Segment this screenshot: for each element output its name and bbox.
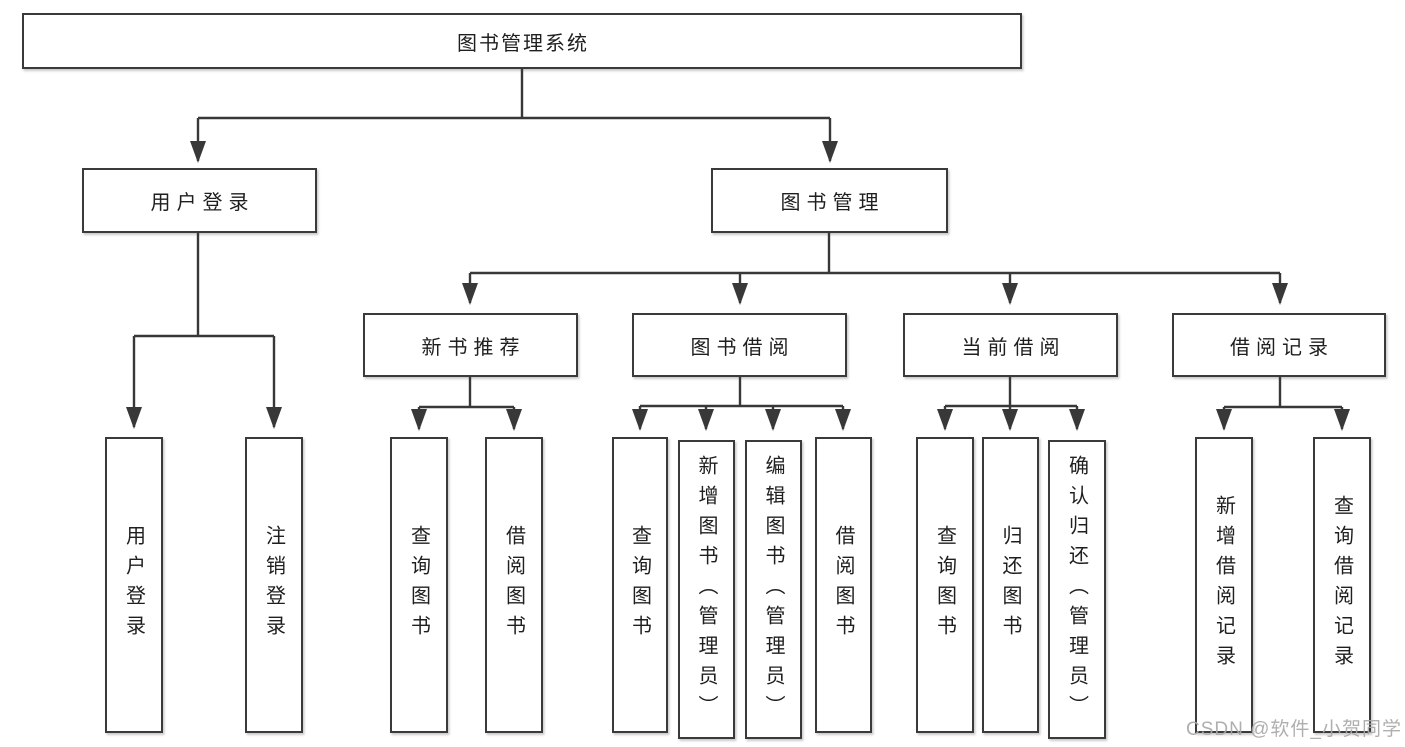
- node-login-leaf: 用户登录: [105, 437, 163, 733]
- node-logout-leaf-label: 注销登录: [262, 525, 285, 645]
- connector-borrow-records-rail: [1224, 376, 1342, 409]
- node-book-borrow: 图书借阅: [632, 313, 847, 377]
- csdn-watermark: CSDN @软件_小贺同学: [1186, 719, 1402, 740]
- node-bb-borrow-books: 借阅图书: [815, 437, 872, 733]
- node-root: 图书管理系统: [22, 13, 1022, 69]
- node-logout-leaf: 注销登录: [245, 437, 303, 733]
- node-bb-add-books-label: 新增图书（管理员）: [695, 454, 717, 725]
- node-bb-borrow-books-label: 借阅图书: [832, 525, 854, 645]
- node-user-login-label: 用户登录: [150, 192, 255, 214]
- node-book-management: 图书管理: [711, 168, 948, 233]
- node-current-borrow: 当前借阅: [903, 313, 1118, 377]
- node-cb-query-books: 查询图书: [916, 437, 974, 733]
- node-cb-return-books-label: 归还图书: [999, 525, 1021, 645]
- node-bb-query-books-label: 查询图书: [628, 525, 651, 645]
- node-new-book-recommend-label: 新书推荐: [421, 336, 526, 359]
- node-br-add-record-label: 新增借阅记录: [1212, 495, 1235, 675]
- connector-book-management-rail: [470, 232, 1280, 275]
- node-br-query-record: 查询借阅记录: [1313, 437, 1371, 733]
- node-borrow-records-label: 借阅记录: [1230, 336, 1334, 359]
- node-nbr-query-books: 查询图书: [390, 437, 448, 733]
- node-cb-confirm-return-label: 确认归还（管理员）: [1065, 454, 1088, 725]
- node-book-borrow-label: 图书借阅: [690, 336, 795, 359]
- node-nbr-query-books-label: 查询图书: [407, 525, 430, 645]
- node-bb-query-books: 查询图书: [612, 437, 668, 733]
- node-nbr-borrow-books-label: 借阅图书: [502, 525, 525, 645]
- connector-book-borrow-rail: [640, 376, 843, 408]
- node-user-login: 用户登录: [82, 168, 317, 233]
- connector-root-rail: [198, 68, 830, 120]
- node-br-add-record: 新增借阅记录: [1195, 437, 1253, 733]
- node-cb-return-books: 归还图书: [982, 437, 1039, 733]
- node-cb-confirm-return: 确认归还（管理员）: [1048, 440, 1106, 739]
- node-bb-edit-books-label: 编辑图书（管理员）: [762, 454, 784, 725]
- node-current-borrow-label: 当前借阅: [961, 336, 1066, 359]
- connector-new-book-recommend-rail: [419, 376, 514, 409]
- node-bb-edit-books: 编辑图书（管理员）: [745, 440, 802, 739]
- connector-current-borrow-rail: [945, 376, 1077, 408]
- node-root-label: 图书管理系统: [457, 32, 589, 55]
- node-br-query-record-label: 查询借阅记录: [1330, 495, 1353, 675]
- node-new-book-recommend: 新书推荐: [363, 313, 578, 377]
- connector-user-login-rail: [134, 232, 274, 338]
- node-bb-add-books: 新增图书（管理员）: [678, 440, 735, 739]
- node-book-management-label: 图书管理: [780, 192, 885, 214]
- node-cb-query-books-label: 查询图书: [933, 525, 956, 645]
- node-login-leaf-label: 用户登录: [122, 525, 145, 645]
- node-nbr-borrow-books: 借阅图书: [485, 437, 543, 733]
- node-borrow-records: 借阅记录: [1172, 313, 1386, 377]
